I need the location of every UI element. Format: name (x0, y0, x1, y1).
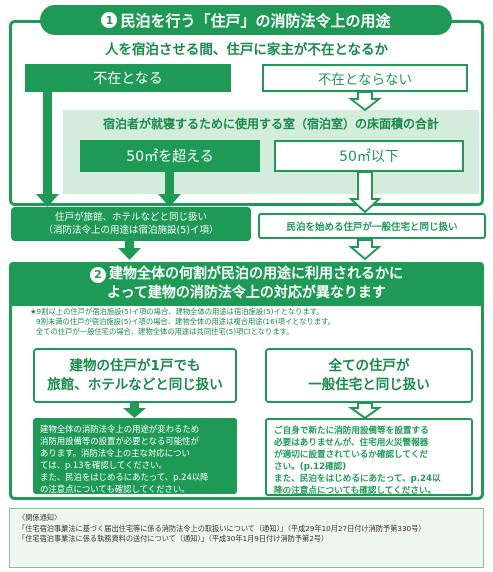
desc-line: さい。(p.12確認) (274, 462, 347, 472)
desc-line: ご自身で新たに消防用設備等を設置する (274, 426, 429, 436)
result-house-box: 民泊を始める住戸が一般住宅と同じ扱い (258, 213, 486, 239)
note-line: ★9割以上の住戸が宿泊施設(5)イ項の場合、建物全体の用途は宿泊施設(5)イとな… (30, 307, 324, 316)
all-units-house-card: 全ての住戸が 一般住宅と同じ扱い (265, 348, 473, 403)
desc-line: 消防用設備等の設置が必要となる可能性が (40, 436, 199, 446)
desc-line: また、民泊をはじめるにあたって、p.24以 (274, 474, 441, 484)
absence-question: 人を宿泊させる間、住戸に家主が不在となるか (104, 42, 389, 58)
desc-line: 必要はありませんが、住宅用火災警報器 (274, 438, 429, 448)
section2-number-badge: 2 (90, 266, 106, 283)
desc-line: が適切に設置されているか確認してくだ (274, 450, 428, 460)
one-unit-hotel-line1: 建物の住戸が1戸でも (69, 357, 201, 374)
section2-frame (9, 300, 484, 500)
arrow-result-house (348, 239, 382, 261)
arrow-result-hotel-head (118, 248, 141, 260)
desc-line: 降の注意点についても確認してください。 (274, 486, 437, 496)
desc-line: あります。消防法令上の主な対応につい (40, 448, 190, 458)
section2-title-line2: よって建物の消防法令上の対応が異なります (107, 285, 386, 301)
arrow-over50-head (158, 194, 181, 207)
related-notices: 〈関係通知〉 「住宅宿泊事業法に基づく届出住宅等に係る消防法令上の取扱いについて… (9, 508, 484, 568)
note-line: 9割未満の住戸が宿泊施設(5)イ項の場合、建物全体の用途は複合用途(16)項イと… (36, 317, 335, 326)
desc-line: ては、p.13を確認してください。 (40, 460, 167, 470)
one-unit-hotel-line2: 旅館、ホテルなどと同じ扱い (47, 376, 223, 393)
house-description: ご自身で新たに消防用設備等を設置する 必要はありませんが、住宅用火災警報器 が適… (265, 418, 473, 496)
result-hotel-line1: 住戸が旅館、ホテルなどと同じ扱い (54, 212, 207, 223)
result-hotel-box: 住戸が旅館、ホテルなどと同じ扱い （消防法令上の用途は宿泊施設(5)イ項） (11, 207, 251, 241)
arrow-not-absent (348, 91, 382, 112)
arrow-absent-shaft (43, 92, 52, 196)
arrow-result-hotel-shaft (125, 241, 134, 249)
arrow-under50 (348, 171, 382, 214)
all-units-house-line1: 全ての住戸が (328, 357, 410, 374)
section2-title-line1: 建物全体の何割が民泊の用途に利用されるかに (109, 266, 403, 282)
over-50-box: 50㎡を超える (80, 140, 260, 172)
desc-line: また、民泊をはじめるにあたって、p.24以降 (40, 472, 209, 482)
notices-heading: 〈関係通知〉 (18, 513, 62, 522)
desc-line: の注意点についても確認してください。 (40, 484, 190, 494)
notice-line: 「住宅宿泊事業法に係る執務資料の送付について（通知）」（平成30年1月9日付け消… (18, 534, 329, 543)
section1-title: 1 民泊を行う「住戸」の消防法令上の用途 (40, 5, 452, 35)
arrow-hotel-head (123, 408, 146, 418)
hotel-description: 建物全体の消防法令上の用途が変わるため 消防用設備等の設置が必要となる可能性が … (33, 418, 237, 494)
desc-line: 建物全体の消防法令上の用途が変わるため (40, 424, 200, 434)
arrow-over50-shaft (165, 172, 174, 196)
arrow-absent-head (36, 194, 59, 207)
floor-area-question: 宿泊者が就寝するために使用する室（宿泊室）の床面積の合計 (102, 116, 439, 131)
one-unit-hotel-card: 建物の住戸が1戸でも 旅館、ホテルなどと同じ扱い (33, 348, 237, 403)
result-hotel-line2: （消防法令上の用途は宿泊施設(5)イ項） (43, 225, 219, 236)
section1-title-text: 民泊を行う「住戸」の消防法令上の用途 (120, 11, 391, 30)
note-line: 全ての住戸が一般住宅の場合、建物全体の用途は共同住宅(5)項ロとなります。 (36, 327, 294, 336)
arrow-house (347, 402, 383, 420)
section1-number-badge: 1 (101, 12, 118, 28)
notice-line: 「住宅宿泊事業法に基づく届出住宅等に係る消防法令上の取扱いについて（通知）」（平… (18, 523, 426, 533)
arrow-hotel-shaft (130, 403, 139, 409)
absent-box: 不在となる (25, 64, 231, 92)
all-units-house-line2: 一般住宅と同じ扱い (308, 376, 430, 393)
section2-notes: ★9割以上の住戸が宿泊施設(5)イ項の場合、建物全体の用途は宿泊施設(5)イとな… (30, 307, 480, 337)
